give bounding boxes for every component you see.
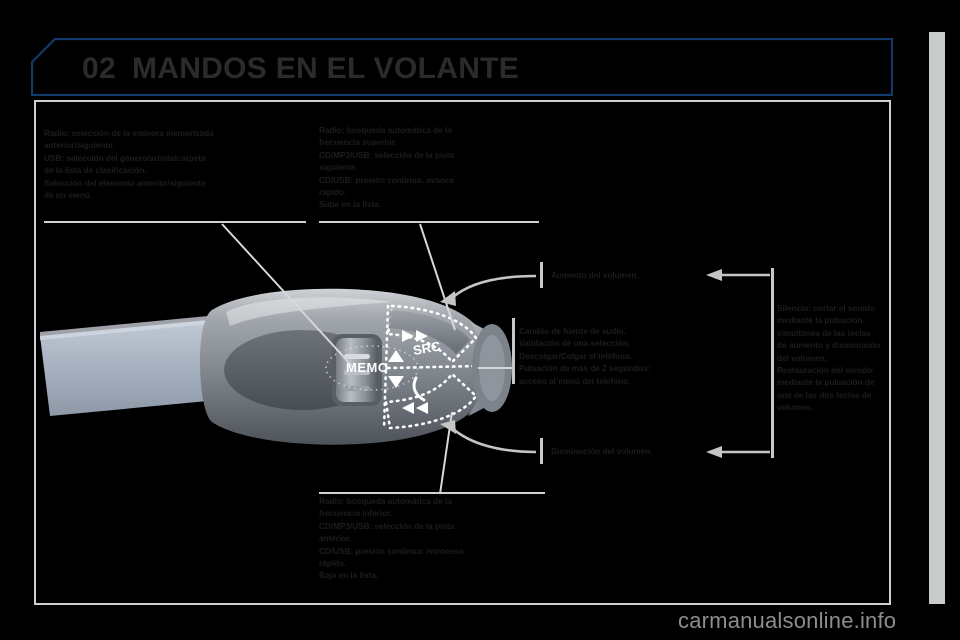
note-line: de la lista de clasificación. xyxy=(44,166,147,176)
note-line: anterior/siguiente. xyxy=(44,141,115,151)
note-line: CD/USB: presión continua: avance xyxy=(319,175,455,185)
note-line: volumen. xyxy=(777,403,813,413)
prev-track-icon xyxy=(402,402,428,414)
memo-label: MEMO xyxy=(346,360,388,375)
header-banner xyxy=(31,38,893,96)
chapter-title: MANDOS EN EL VOLANTE xyxy=(131,52,520,85)
note-line: Radio: búsqueda automática de la xyxy=(319,126,452,135)
note-line: frecuencia inferior. xyxy=(319,509,393,519)
note-line: de aumento y disminución xyxy=(777,341,881,351)
note-line: CD/MP3/USB: selección de la pista xyxy=(319,150,455,160)
top-left-note: Radio: selección de la emisora memorizad… xyxy=(44,128,306,202)
top-middle-note: Radio: búsqueda automática de la frecuen… xyxy=(319,125,529,212)
note-line: Pulsación de más de 2 segundos: xyxy=(519,364,651,374)
note-line: Cambio de fuente de audio. xyxy=(519,327,626,336)
note-line: de un menú. xyxy=(44,191,93,201)
chapter-number: 02 xyxy=(82,52,116,85)
next-track-icon xyxy=(402,330,428,342)
steering-wheel-stalk-illustration: MEMO SRC xyxy=(40,288,512,445)
note-line: del volumen. xyxy=(777,353,828,363)
note-line: USB: selección del género/artista/carpet… xyxy=(44,153,206,163)
memo-down-arrow-icon xyxy=(388,376,404,388)
note-line: Radio: búsqueda automática de la xyxy=(319,497,452,506)
note-line: Selección del elemento anterior/siguient… xyxy=(44,178,206,188)
note-line: Radio: selección de la emisora memorizad… xyxy=(44,129,214,138)
right-note: Silencio: cortar el sonido mediante la p… xyxy=(777,303,909,415)
note-line: Descolgar/Colgar el teléfono. xyxy=(519,351,633,361)
note-line: siguiente. xyxy=(319,163,358,173)
note-line: mediante la pulsación xyxy=(777,316,863,326)
right-margin-bar xyxy=(929,32,945,604)
note-line: rápido. xyxy=(319,188,347,198)
note-line: Restauración del sonido: xyxy=(777,366,875,376)
volume-up-label: Aumento del volumen. xyxy=(551,271,639,280)
note-line: CD/MP3/USB: selección de la pista xyxy=(319,521,455,531)
memo-button[interactable]: MEMO xyxy=(325,345,419,391)
phone-icon[interactable] xyxy=(412,376,426,402)
volume-down-label: Disminución del volumen. xyxy=(551,447,653,456)
note-line: Sube en la lista. xyxy=(319,200,381,210)
bottom-middle-note: Radio: búsqueda automática de la frecuen… xyxy=(319,496,545,583)
src-label[interactable]: SRC xyxy=(412,338,442,358)
note-line: Validación de una selección. xyxy=(519,339,631,349)
note-line: frecuencia superior. xyxy=(319,138,397,148)
note-line: CD/USB: presión continua: retroceso xyxy=(319,546,464,556)
note-line: Baja en la lista. xyxy=(319,571,379,581)
note-line: Silencio: cortar el sonido xyxy=(777,304,875,313)
note-line: una de las dos teclas de xyxy=(777,390,872,400)
center-note: Cambio de fuente de audio. Validación de… xyxy=(519,326,697,388)
note-line: acceso al menú del teléfono. xyxy=(519,376,631,386)
prev-track-button-outline[interactable] xyxy=(384,372,478,430)
note-line: anterior. xyxy=(319,534,352,544)
note-line: rápido. xyxy=(319,559,347,569)
watermark: carmanualsonline.info xyxy=(678,608,897,633)
note-line: simultánea de las teclas xyxy=(777,328,871,338)
page-title: 02 MANDOS EN EL VOLANTE xyxy=(82,47,519,91)
memo-up-arrow-icon xyxy=(388,350,404,362)
note-line: mediante la pulsación de xyxy=(777,378,875,388)
